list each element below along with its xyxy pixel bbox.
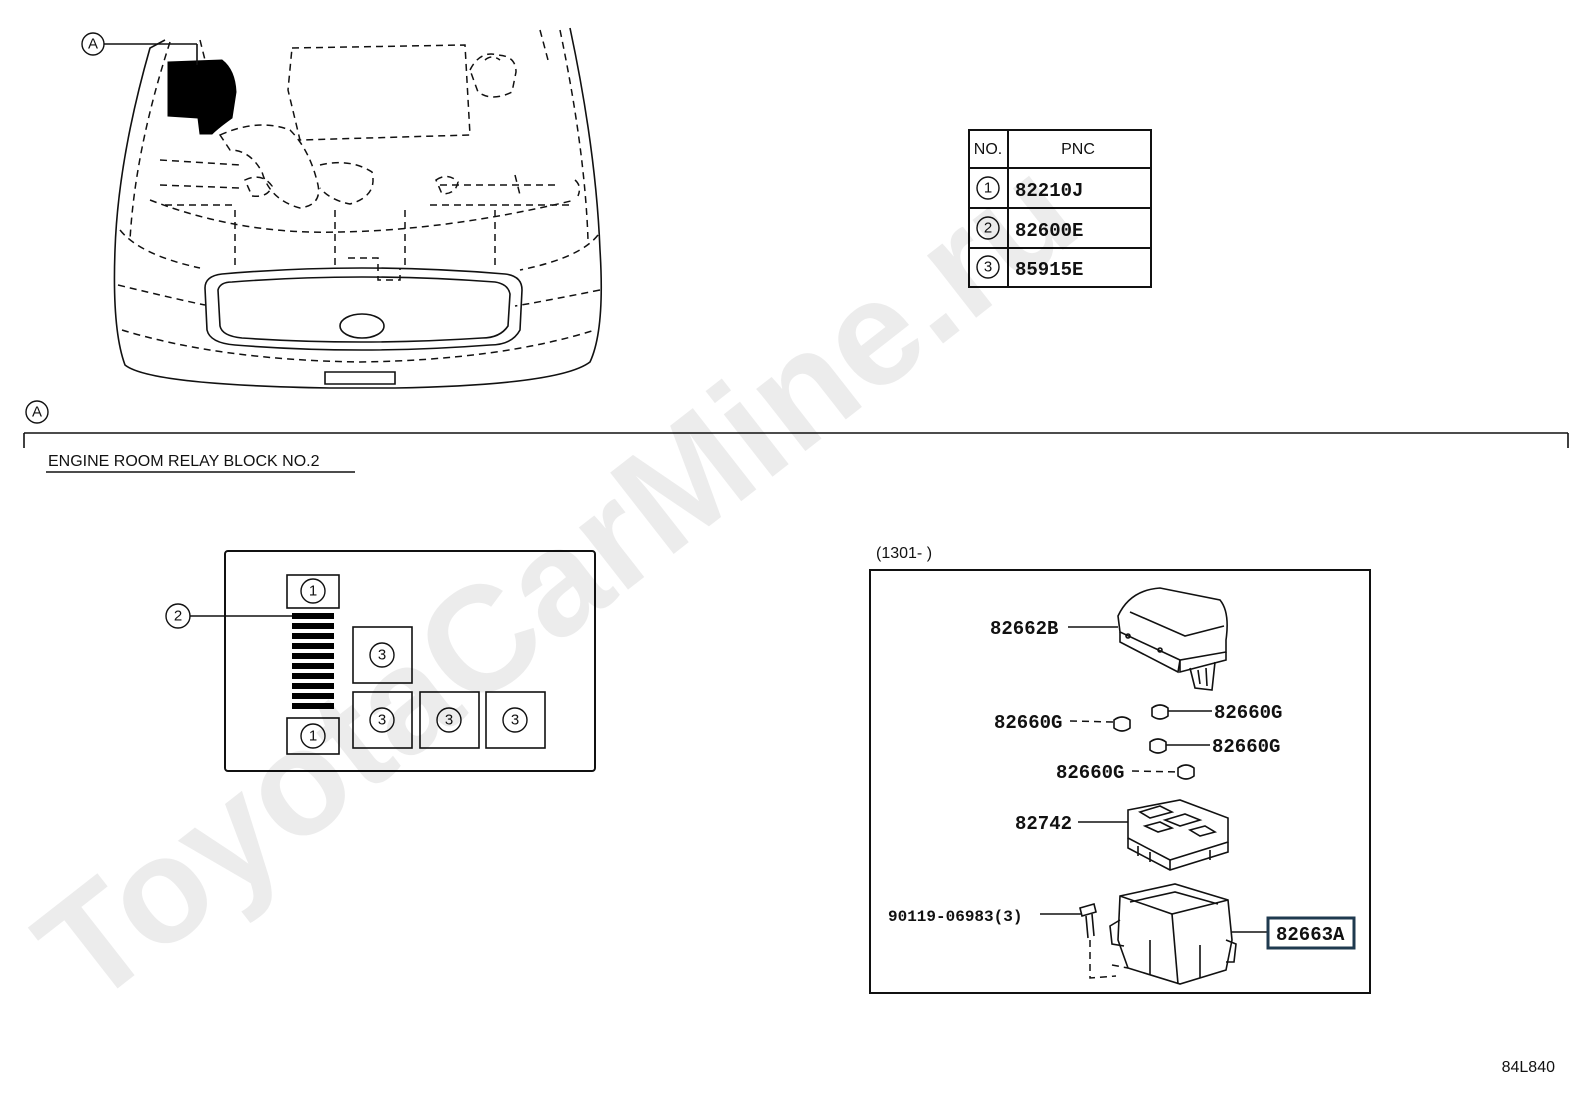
- part-block-label: 82742: [1015, 813, 1072, 835]
- section-title: ENGINE ROOM RELAY BLOCK NO.2: [48, 453, 320, 470]
- section-a-header: A ENGINE ROOM RELAY BLOCK NO.2: [23, 400, 1569, 473]
- part-clip-b-label: 82660G: [1214, 702, 1282, 724]
- fuse-block-callout-2: 2: [174, 608, 182, 625]
- relay-1-bottom-callout: 1: [309, 728, 317, 745]
- engine-bay-illustration: [113, 27, 603, 389]
- pnc-row-1-no: 1: [984, 180, 992, 197]
- diagram-id: 84L840: [1502, 1059, 1555, 1076]
- relay-block-layout: 1 1 2 3: [165, 550, 596, 772]
- relay-block-drawing: [1127, 799, 1229, 871]
- bolt-drawing: [1079, 903, 1129, 979]
- clip-drawings: [1113, 704, 1195, 780]
- part-clip-d-label: 82660G: [1056, 762, 1124, 784]
- relay-3-lower-right-callout: 3: [511, 712, 519, 729]
- case-drawing: [1109, 883, 1237, 985]
- relay-block-location: [167, 59, 237, 135]
- part-bolt-label: 90119-06983(3): [888, 908, 1022, 926]
- relay-3-lower-left-callout: 3: [378, 712, 386, 729]
- relay-1-top-callout: 1: [309, 583, 317, 600]
- section-marker-a: A: [32, 404, 42, 421]
- cover-drawing: [1117, 587, 1228, 691]
- part-cover-label: 82662B: [990, 618, 1058, 640]
- part-case-label: 82663A: [1276, 924, 1345, 946]
- part-clip-a-label: 82660G: [994, 712, 1062, 734]
- exploded-detail: (1301- ) 82662B 82660G 82660G 82660G: [869, 545, 1371, 994]
- svg-text:A: A: [88, 36, 98, 53]
- pnc-row-1-code: 82210J: [1015, 180, 1083, 202]
- pnc-header-no: NO.: [974, 141, 1002, 158]
- fuse-strip: [292, 612, 334, 712]
- relay-3-lower-mid-callout: 3: [445, 712, 453, 729]
- pnc-header-pnc: PNC: [1061, 141, 1095, 158]
- date-range: (1301- ): [876, 545, 932, 562]
- pnc-row-2-no: 2: [984, 220, 992, 237]
- pnc-row-3-no: 3: [984, 259, 992, 276]
- pnc-row-2-code: 82600E: [1015, 220, 1083, 242]
- view-marker-a: A: [81, 32, 198, 65]
- pnc-row-3-code: 85915E: [1015, 259, 1083, 281]
- pnc-table: NO. PNC 1 82210J 2 82600E 3 85915E: [968, 129, 1152, 288]
- relay-3-upper-callout: 3: [378, 647, 386, 664]
- case-label-highlight: [1266, 916, 1356, 950]
- part-clip-c-label: 82660G: [1212, 736, 1280, 758]
